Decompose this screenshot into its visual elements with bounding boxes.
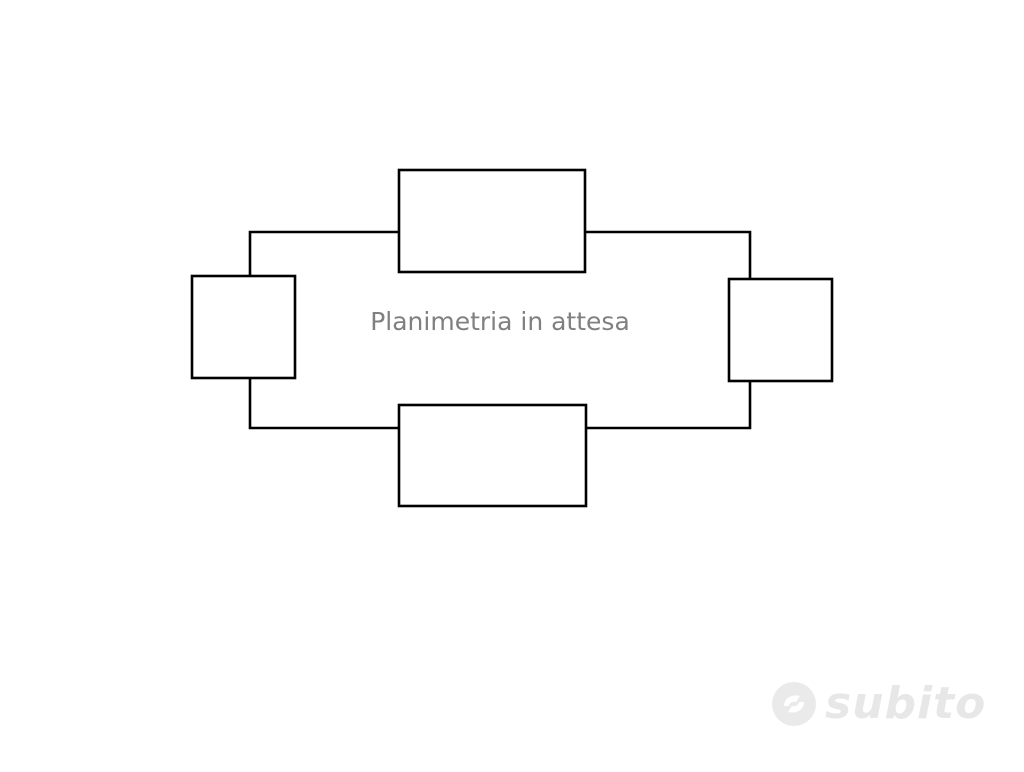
subito-logo-icon	[772, 682, 816, 726]
connector-bottom-left	[248, 378, 399, 430]
watermark: subito	[770, 675, 985, 735]
placeholder-caption: Planimetria in attesa	[370, 307, 630, 336]
box-right	[727, 277, 834, 383]
connector-top-right	[585, 230, 752, 279]
box-left	[190, 274, 297, 380]
connector-top-left	[248, 230, 399, 276]
box-bottom	[397, 403, 588, 508]
watermark-brand: subito	[825, 678, 987, 729]
connector-bottom-right	[586, 381, 752, 430]
box-top	[397, 168, 587, 274]
